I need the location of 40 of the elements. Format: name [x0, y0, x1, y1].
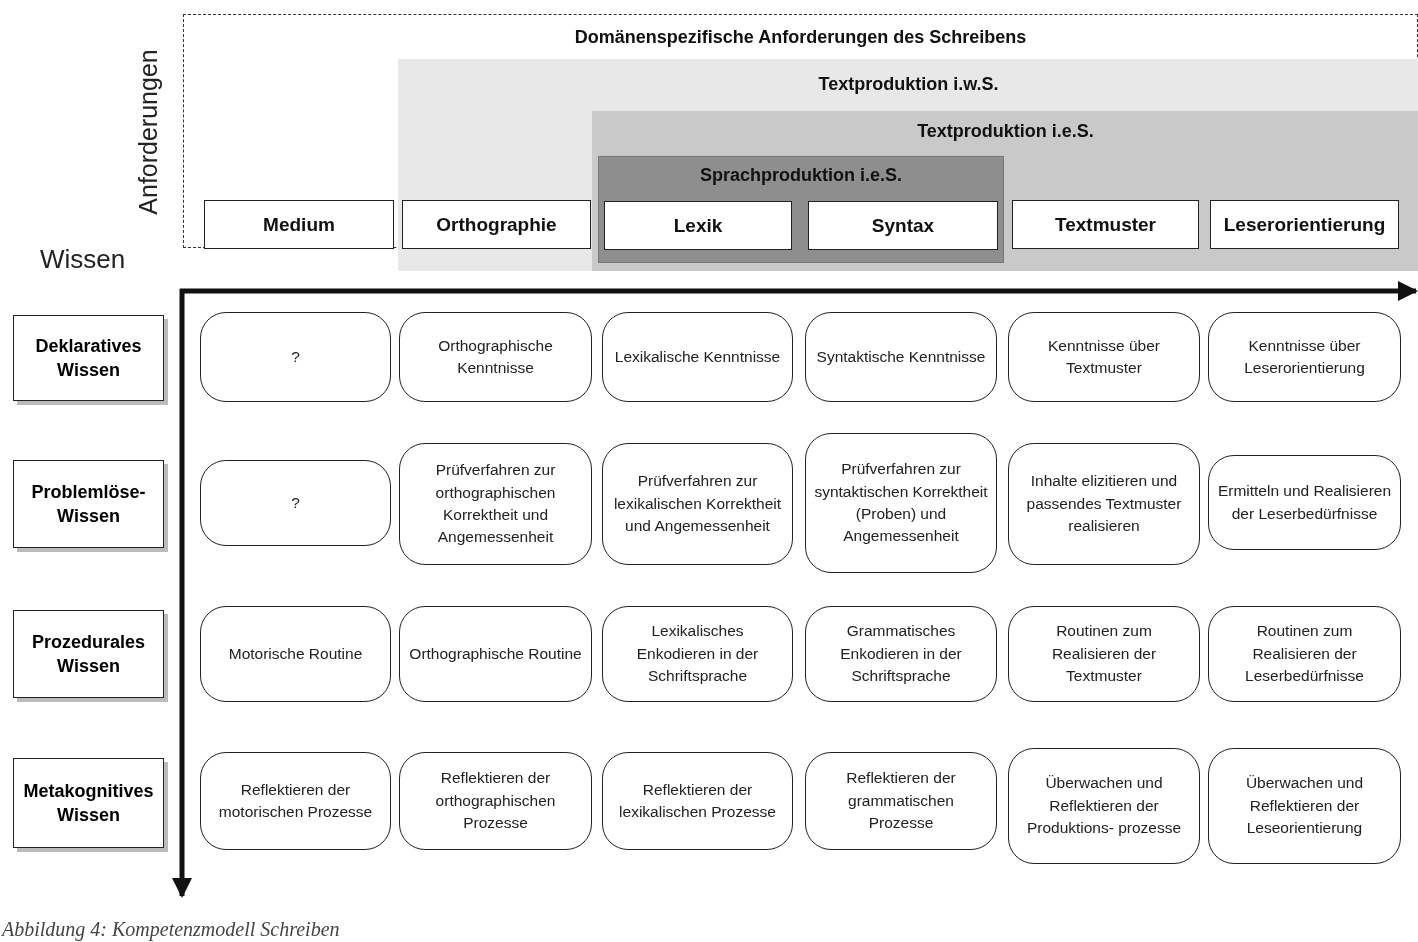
competence-box: Reflektieren der lexikalischen Prozesse: [602, 752, 793, 850]
competence-box: Motorische Routine: [200, 606, 391, 702]
column-header: Syntax: [808, 201, 998, 250]
competence-box: Syntaktische Kenntnisse: [805, 312, 997, 402]
competence-box: Lexikalisches Enkodieren in der Schriftsprache: [602, 606, 793, 702]
competence-box: Orthographische Kenntnisse: [399, 312, 592, 402]
column-header: Medium: [204, 200, 394, 249]
column-header: Lexik: [604, 201, 792, 250]
competence-box: Prüfverfahren zur syntaktischen Korrektheit (Proben) und Angemessenheit: [805, 433, 997, 573]
competence-box: Prüfverfahren zur lexikalischen Korrektheit und Angemessenheit: [602, 443, 793, 565]
competence-box: Prüfverfahren zur orthographischen Korrektheit und Angemessenheit: [399, 443, 592, 565]
competence-box: Orthographische Routine: [399, 606, 592, 702]
competence-box: Routinen zum Realisieren der Textmuster: [1008, 606, 1200, 702]
competence-box: Reflektieren der motorischen Prozesse: [200, 752, 391, 850]
column-header: Textmuster: [1012, 200, 1199, 249]
category-band: [592, 111, 1418, 271]
competence-box: Reflektieren der grammatischen Prozesse: [805, 752, 997, 850]
band-title: Textproduktion i.w.S.: [818, 74, 999, 95]
column-header: Orthographie: [402, 200, 591, 249]
competence-box: Lexikalische Kenntnisse: [602, 312, 793, 402]
category-band: [398, 59, 1418, 271]
competence-box: Ermitteln und Realisieren der Leserbedürfnisse: [1208, 455, 1401, 550]
competence-box: Kenntnisse über Textmuster: [1008, 312, 1200, 402]
axis-title: Wissen: [40, 244, 126, 275]
competence-box: Kenntnisse über Leserorientierung: [1208, 312, 1401, 402]
band-title: Textproduktion i.e.S.: [917, 121, 1094, 142]
competence-box: ?: [200, 460, 391, 546]
competence-box: Überwachen und Reflektieren der Leseorientierung: [1208, 748, 1401, 864]
competence-box: Grammatisches Enkodieren in der Schriftsprache: [805, 606, 997, 702]
competence-box: Reflektieren der orthographischen Prozesse: [399, 752, 592, 850]
figure-caption: Abbildung 4: Kompetenzmodell Schreiben: [2, 918, 340, 941]
band-title: Sprachproduktion i.e.S.: [700, 165, 902, 186]
category-band: [598, 156, 1004, 263]
competence-box: Routinen zum Realisieren der Leserbedürfnisse: [1208, 606, 1401, 702]
column-header: Leserorientierung: [1210, 200, 1399, 249]
competence-box: Inhalte elizitieren und passendes Textmuster realisieren: [1008, 443, 1200, 565]
competence-box: ?: [200, 312, 391, 402]
axis-title: Anforderungen: [133, 49, 163, 215]
competence-box: Überwachen und Reflektieren der Produktions- prozesse: [1008, 748, 1200, 864]
band-title: Domänenspezifische Anforderungen des Schreibens: [574, 27, 1027, 48]
